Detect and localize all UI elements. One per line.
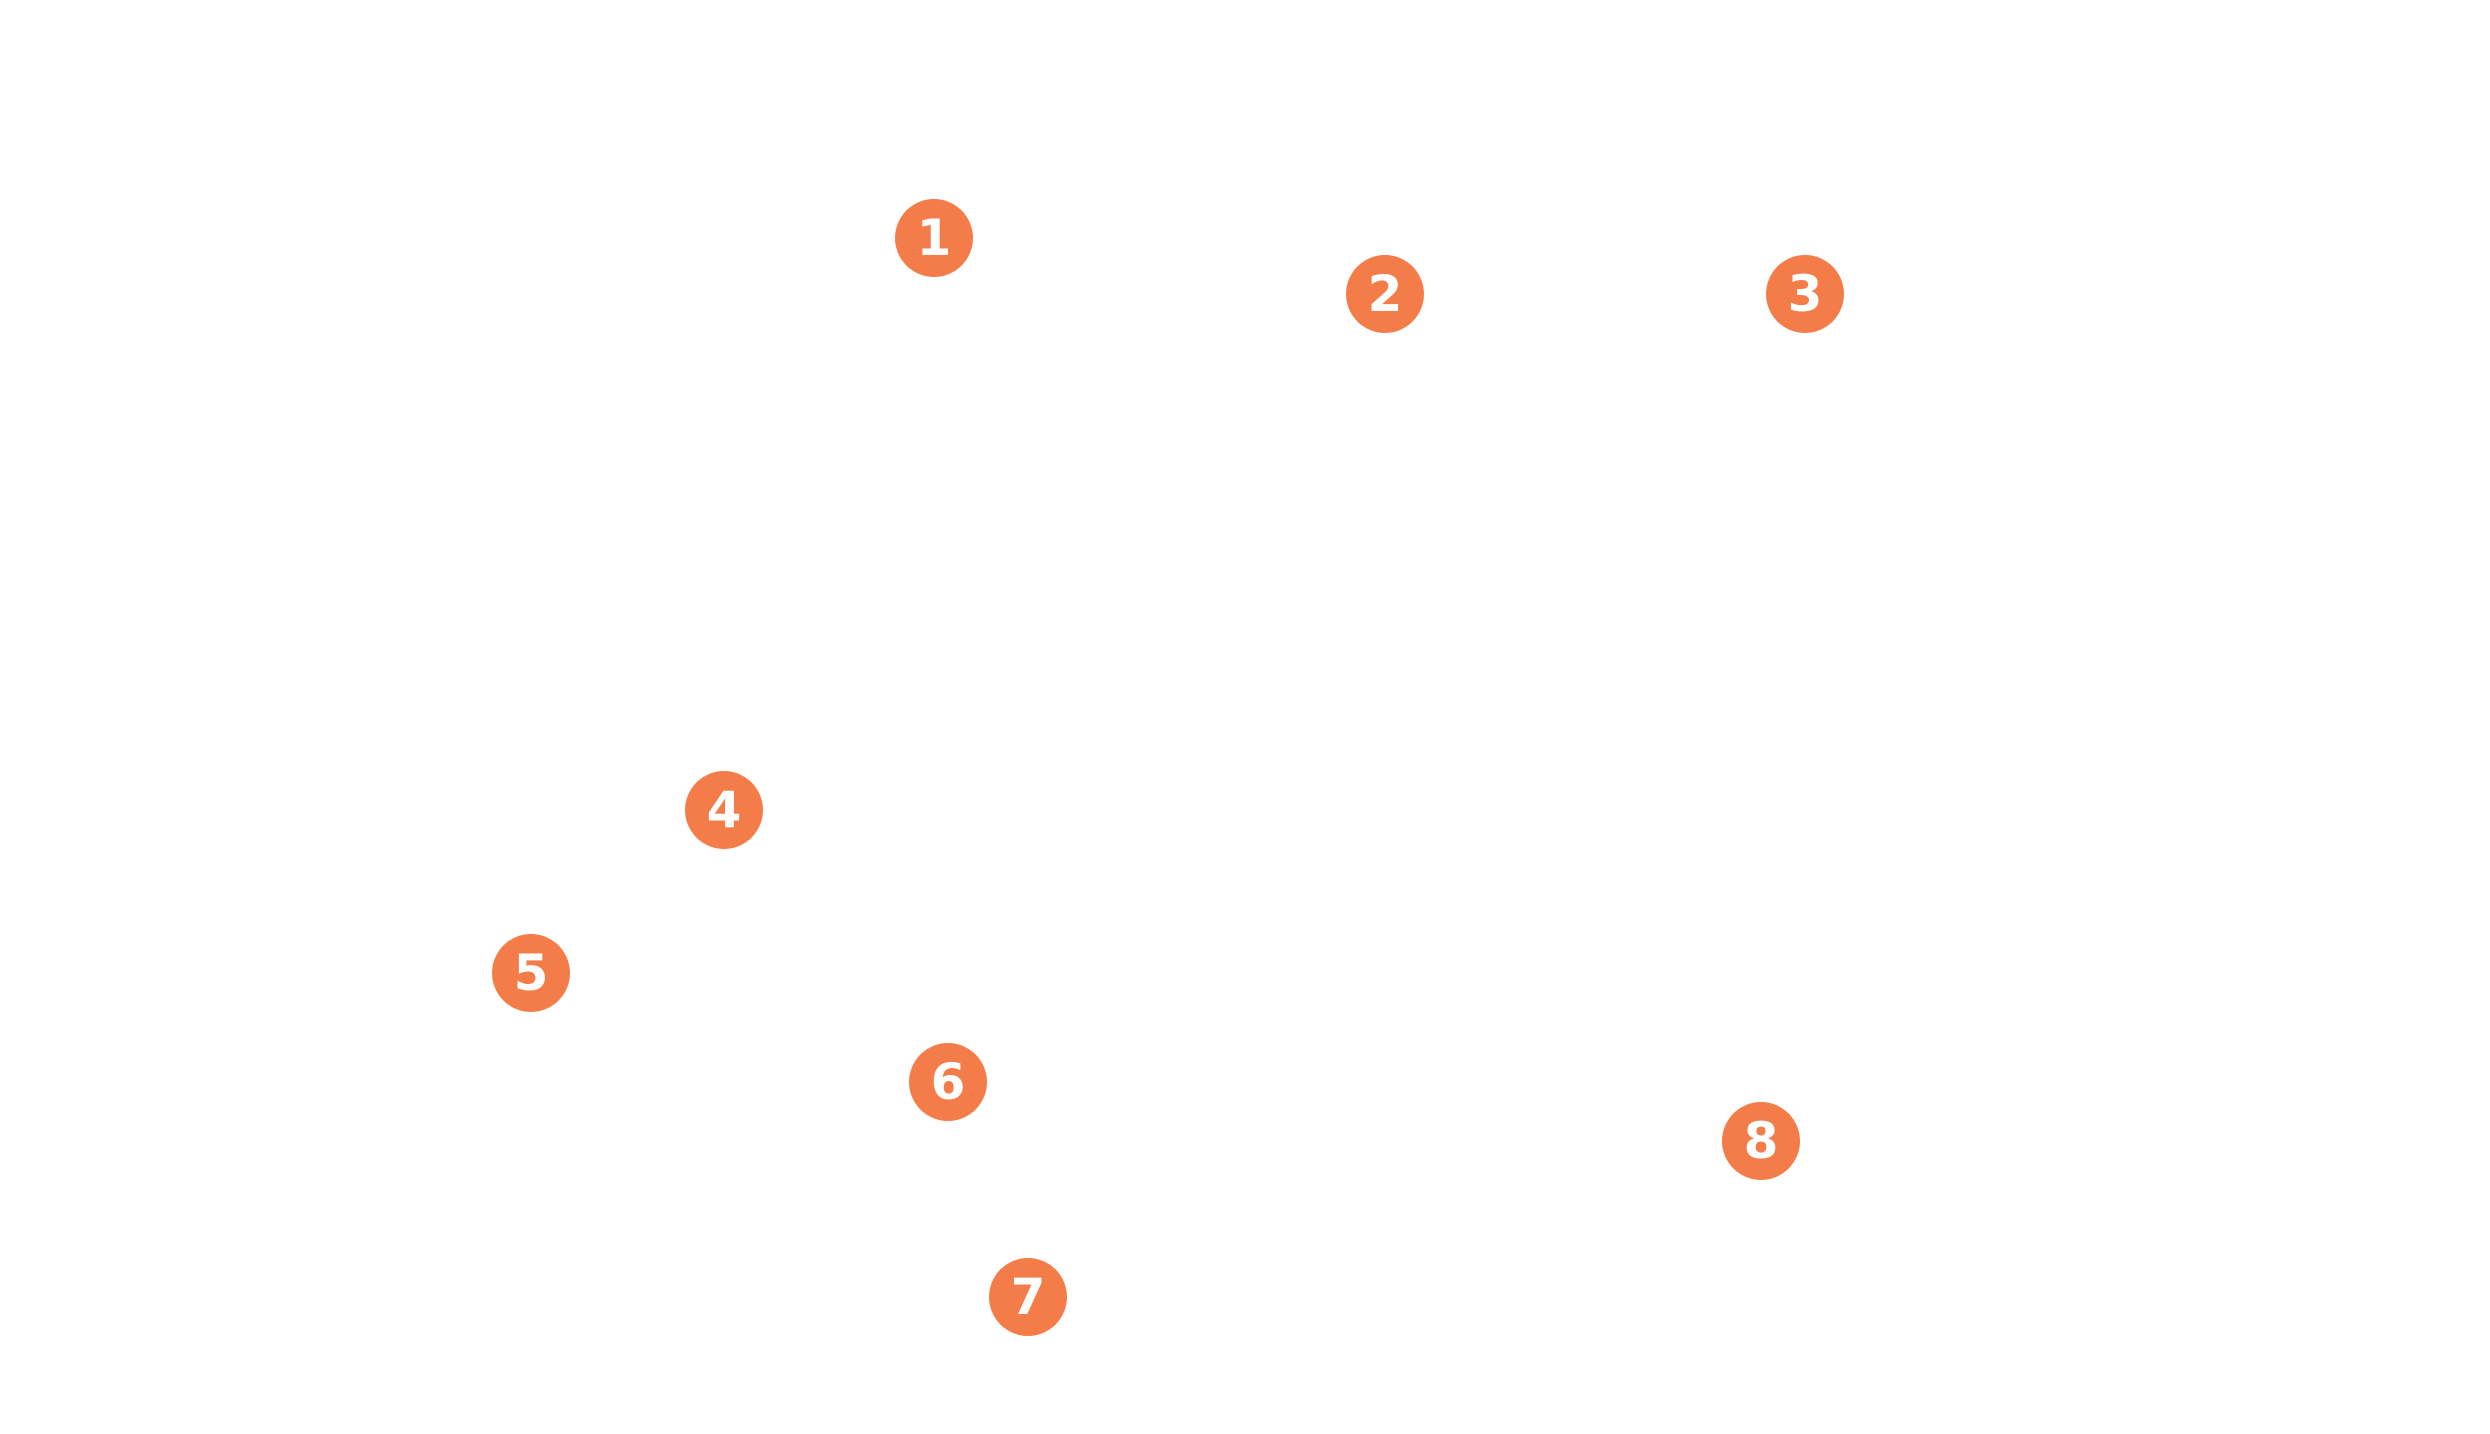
marker-5[interactable]: 5 <box>492 934 570 1012</box>
marker-7[interactable]: 7 <box>989 1258 1067 1336</box>
marker-3[interactable]: 3 <box>1766 255 1844 333</box>
marker-1[interactable]: 1 <box>895 199 973 277</box>
marker-2[interactable]: 2 <box>1346 255 1424 333</box>
marker-8[interactable]: 8 <box>1722 1102 1800 1180</box>
marker-6[interactable]: 6 <box>909 1043 987 1121</box>
marker-4[interactable]: 4 <box>685 771 763 849</box>
